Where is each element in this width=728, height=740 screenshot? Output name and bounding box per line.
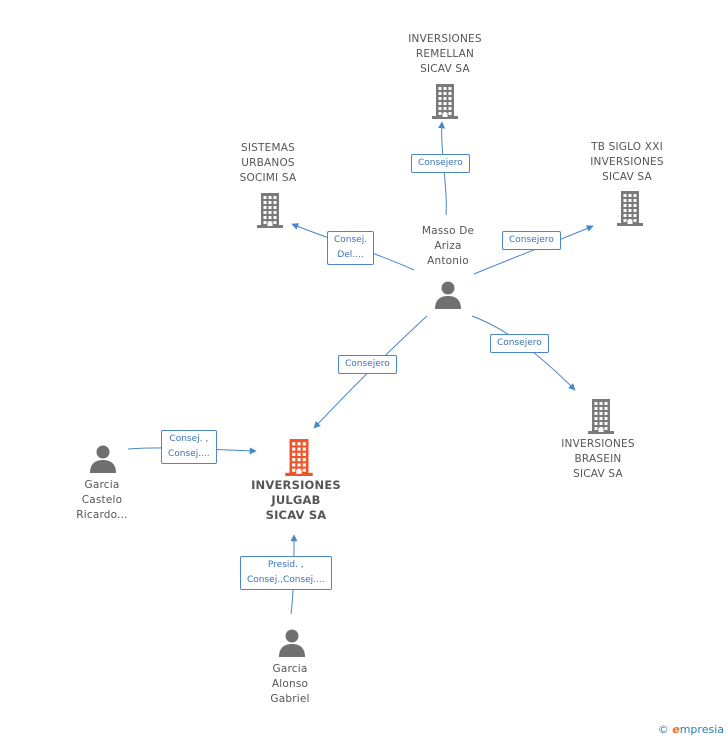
- building-icon-remellan[interactable]: [430, 83, 460, 123]
- brand-e: e: [672, 723, 680, 736]
- brand-logo: © empresia: [658, 723, 724, 736]
- brand-name: mpresia: [679, 723, 724, 736]
- person-icon-alonso[interactable]: [277, 628, 307, 662]
- building-icon-brasein[interactable]: [586, 398, 616, 438]
- relation-label-sistemas[interactable]: Consej.Del....: [327, 231, 375, 265]
- relation-label-castelo[interactable]: Consej. ,Consej....: [161, 430, 217, 464]
- relation-label-remellan[interactable]: Consejero: [411, 154, 470, 173]
- building-icon-sistemas[interactable]: [255, 192, 285, 232]
- relation-label-tbsiglo[interactable]: Consejero: [502, 231, 561, 250]
- edge-masso-brasein: [471, 315, 576, 391]
- person-icon-castelo[interactable]: [88, 444, 118, 478]
- person-icon-masso[interactable]: [433, 280, 463, 314]
- building-icon-tbsiglo[interactable]: [615, 190, 645, 230]
- relation-label-alonso[interactable]: Presid. ,Consej.,Consej....: [240, 556, 332, 590]
- relation-label-brasein[interactable]: Consejero: [490, 334, 549, 353]
- building-icon-julgab[interactable]: [283, 438, 315, 480]
- copyright-mark: ©: [657, 723, 669, 736]
- relation-label-julgab[interactable]: Consejero: [338, 355, 397, 374]
